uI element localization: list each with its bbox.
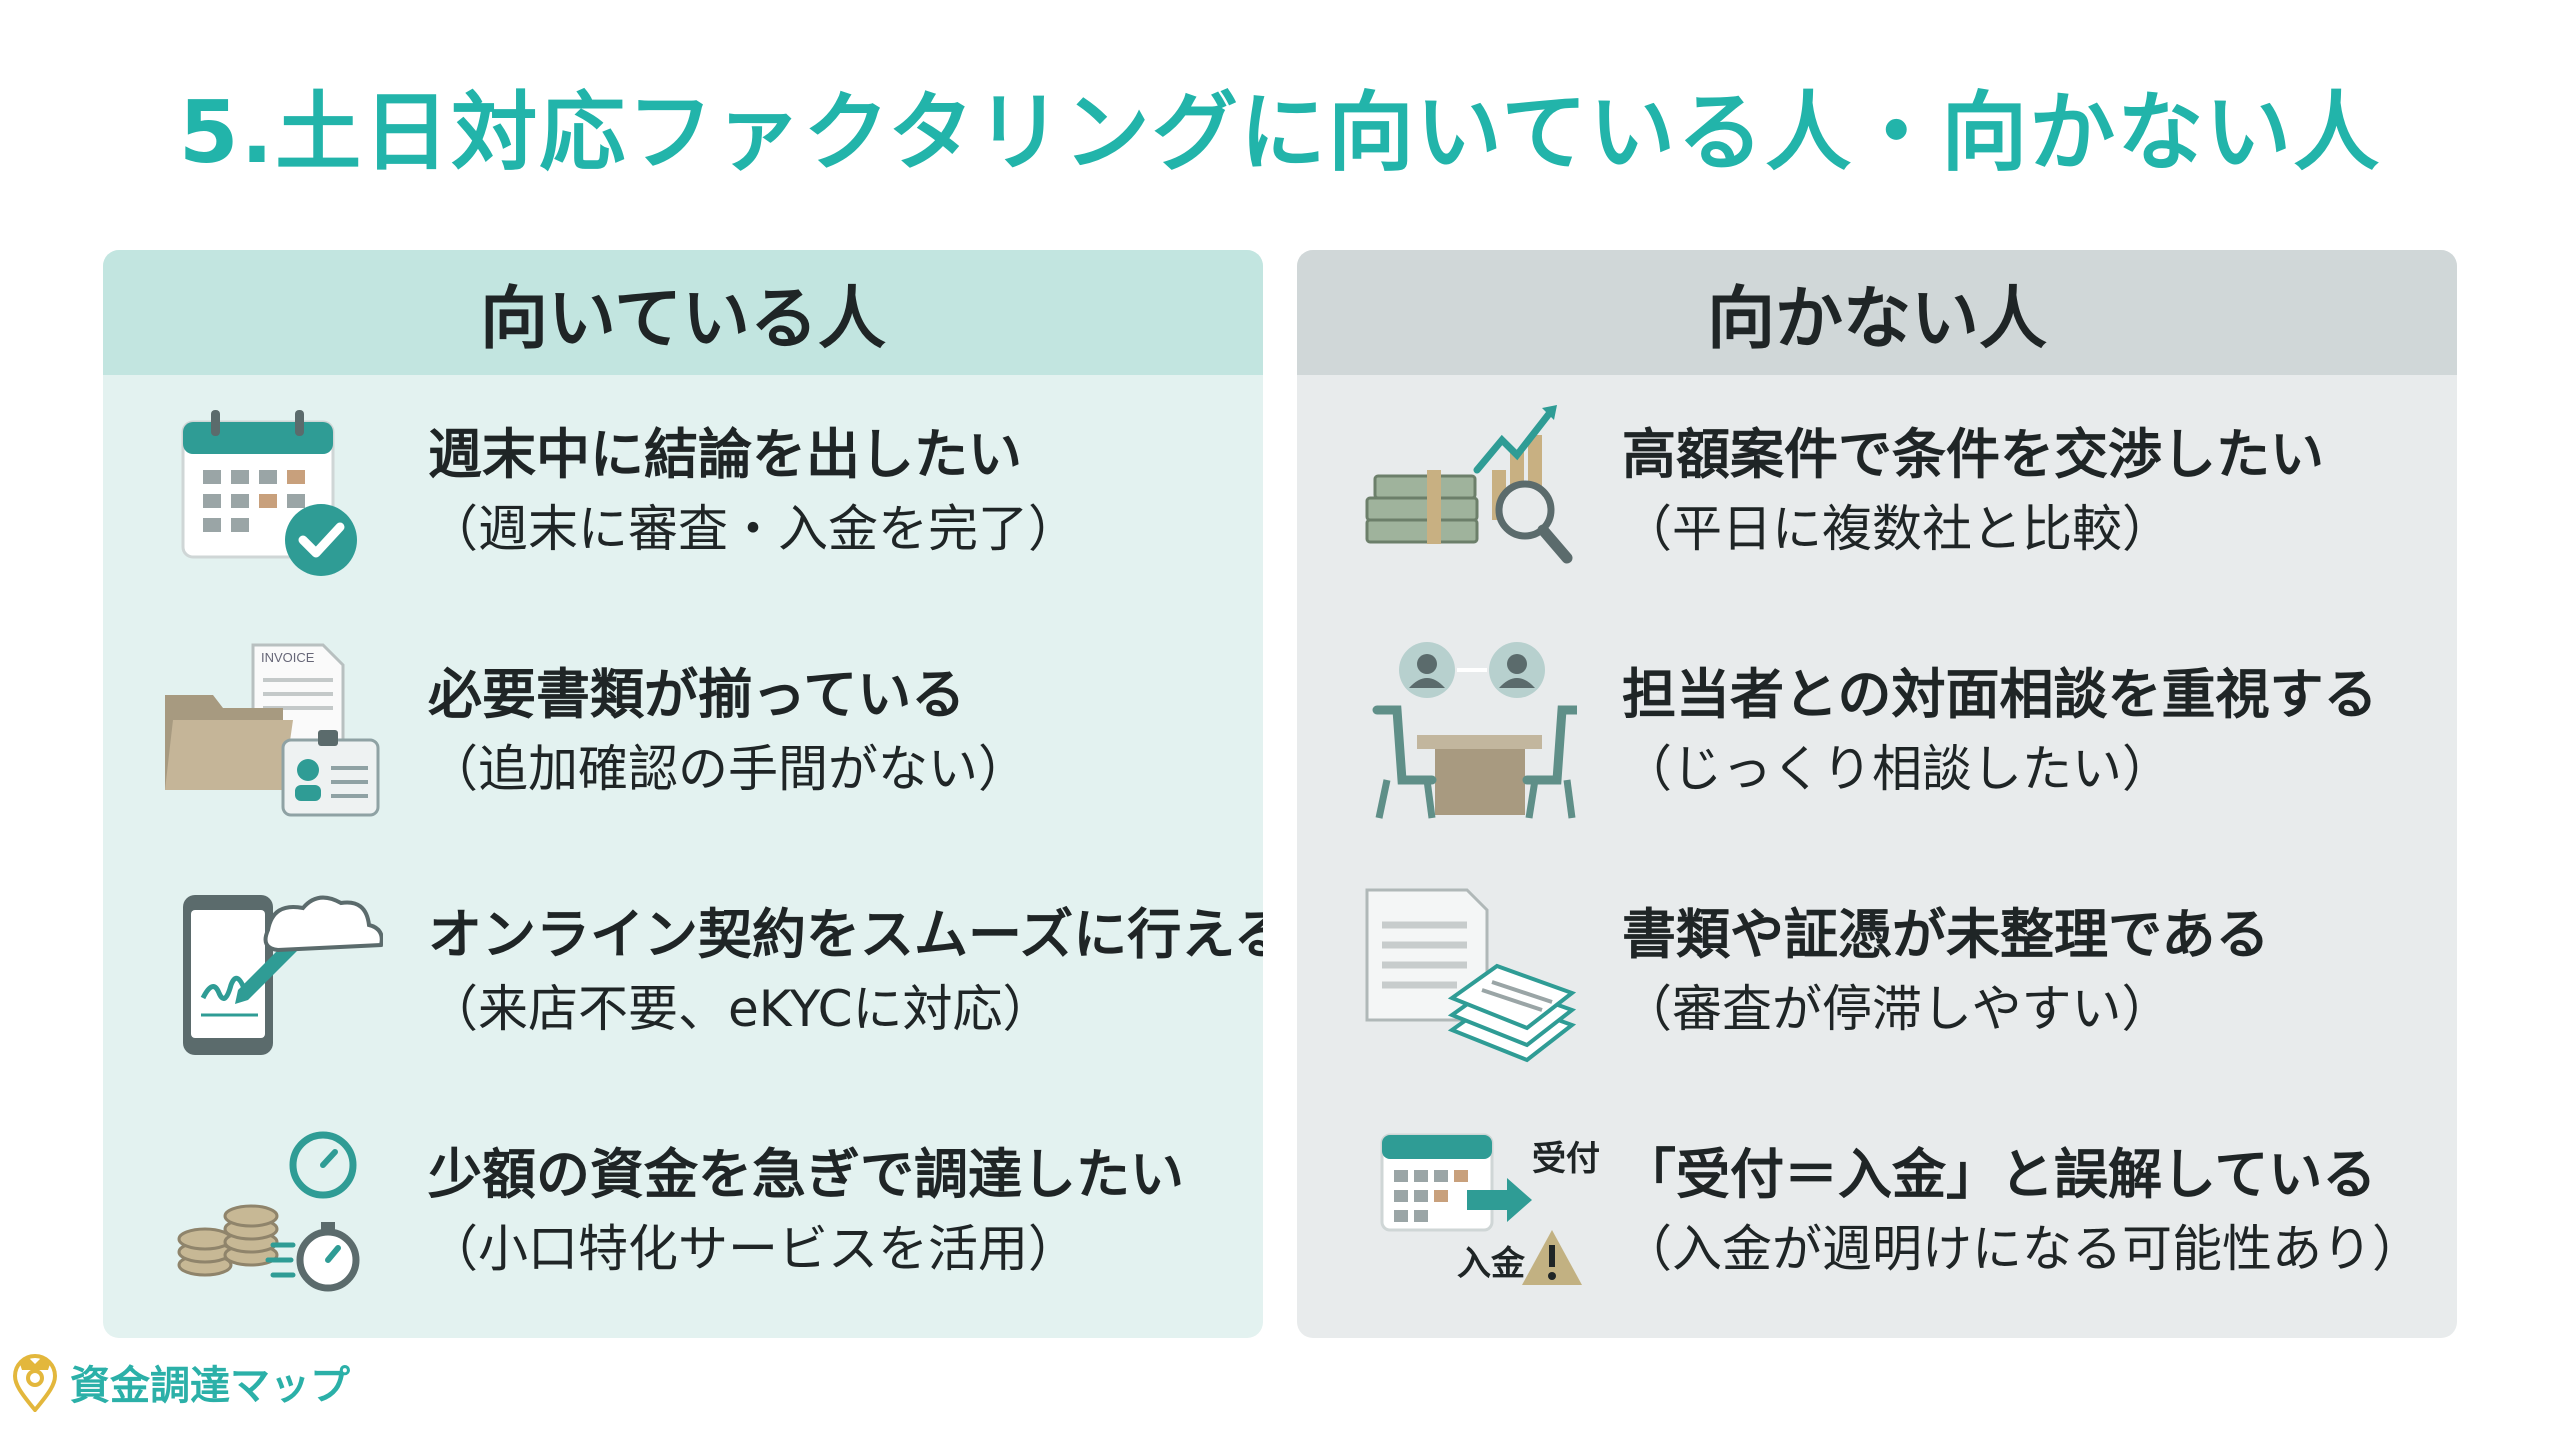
suitable-heading: 向いている人 — [103, 250, 1263, 375]
page-title: 5.土日対応ファクタリングに向いている人・向かない人 — [178, 83, 2382, 183]
calendar-warning-icon: 受付 入金 — [1380, 1133, 1600, 1285]
unsuitable-item-title: 「受付＝入金」と誤解している — [1622, 1143, 2377, 1206]
unsuitable-item: 高額案件で条件を交渉したい （平日に複数社と比較） — [1297, 400, 2457, 600]
suitable-item: 週末中に結論を出したい （週末に審査・入金を完了） — [103, 400, 1263, 600]
unsuitable-item-note: （平日に複数社と比較） — [1622, 500, 2172, 558]
meeting-table-icon — [1372, 642, 1577, 819]
unsuitable-item-title: 担当者との対面相談を重視する — [1622, 663, 2378, 726]
unsuitable-item-note: （審査が停滞しやすい） — [1622, 980, 2172, 1038]
unsuitable-item: 受付 入金 「受付＝入金」と誤解している （入金が週明けになる可能性あり） — [1297, 1120, 2457, 1320]
suitable-item-title: オンライン契約をスムーズに行える — [428, 903, 1263, 966]
suitable-item-note: （追加確認の手間がない） — [428, 740, 1028, 798]
suitable-item-title: 少額の資金を急ぎで調達したい — [428, 1143, 1184, 1206]
documents-folder-icon: INVOICE — [165, 643, 380, 817]
unsuitable-item-title: 高額案件で条件を交渉したい — [1622, 423, 2324, 486]
map-pin-crown-icon — [12, 1354, 58, 1412]
invoice-label: INVOICE — [261, 650, 315, 665]
deposit-label: 入金 — [1457, 1244, 1526, 1284]
suitable-item-note: （小口特化サービスを活用） — [428, 1220, 1078, 1278]
suitable-item-title: 必要書類が揃っている — [428, 663, 966, 726]
suitable-item: オンライン契約をスムーズに行える （来店不要、eKYCに対応） — [103, 880, 1263, 1080]
unsuitable-item-title: 書類や証憑が未整理である — [1622, 903, 2270, 966]
suitable-item: INVOICE 必要書類が揃っている （追加確認の手間がない） — [103, 640, 1263, 840]
brand-name: 資金調達マップ — [70, 1363, 350, 1409]
suitable-panel: 向いている人 週末中に結論を出したい （週末に審査・入金を完了） INVOICE — [103, 250, 1263, 1338]
suitable-item-note: （来店不要、eKYCに対応） — [428, 980, 1053, 1038]
unsuitable-item-note: （入金が週明けになる可能性あり） — [1622, 1220, 2422, 1278]
smartphone-signature-cloud-icon — [183, 895, 383, 1055]
suitable-item: 少額の資金を急ぎで調達したい （小口特化サービスを活用） — [103, 1120, 1263, 1320]
unsuitable-item: 書類や証憑が未整理である （審査が停滞しやすい） — [1297, 880, 2457, 1080]
messy-papers-icon — [1365, 888, 1577, 1063]
money-chart-magnifier-icon — [1365, 405, 1573, 564]
suitable-item-title: 週末中に結論を出したい — [428, 423, 1022, 486]
unsuitable-item-note: （じっくり相談したい） — [1622, 740, 2172, 798]
brand-logo: 資金調達マップ — [10, 1352, 350, 1412]
unsuitable-heading: 向かない人 — [1297, 250, 2457, 375]
received-label: 受付 — [1532, 1139, 1600, 1179]
suitable-item-note: （週末に審査・入金を完了） — [428, 500, 1078, 558]
unsuitable-item: 担当者との対面相談を重視する （じっくり相談したい） — [1297, 640, 2457, 840]
unsuitable-panel: 向かない人 高額案件で条件を交渉したい （平日に複数社と比較） — [1297, 250, 2457, 1338]
coins-stopwatch-icon — [177, 1131, 360, 1292]
calendar-check-icon — [181, 410, 357, 576]
